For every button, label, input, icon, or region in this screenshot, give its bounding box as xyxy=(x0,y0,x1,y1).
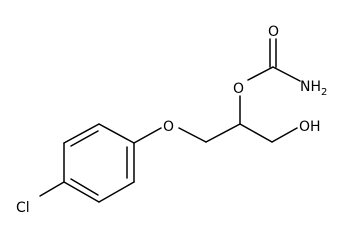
bonds xyxy=(39,38,301,203)
bond-ch2-oh xyxy=(271,127,298,143)
atom-labels: O O NH2 OH O Cl xyxy=(16,24,327,216)
bond-ether-o-ring xyxy=(133,127,162,144)
bond-carbamate-ester-o xyxy=(247,66,274,81)
molecule-drawing: O O NH2 OH O Cl xyxy=(16,24,327,216)
ring-bond-2 xyxy=(63,123,100,144)
atom-hydroxyl: OH xyxy=(299,119,321,135)
ring-bond-4 xyxy=(63,181,100,203)
amine-element: NH xyxy=(300,79,321,95)
bond-ch2-ether-o xyxy=(178,127,207,143)
ring-bond-5 xyxy=(98,181,135,203)
ring-double-2 xyxy=(70,130,99,147)
ring-bond-1 xyxy=(98,123,135,144)
atom-carbonyl-oxygen: O xyxy=(268,24,279,40)
atom-ether-oxygen: O xyxy=(163,119,174,135)
atom-chlorine: Cl xyxy=(16,200,30,216)
atom-amine: NH2 xyxy=(300,79,327,98)
ring-double-3 xyxy=(70,178,99,196)
atom-ester-oxygen: O xyxy=(233,81,244,97)
bond-ch-ch2-ether xyxy=(205,123,241,143)
bond-ring-cl xyxy=(39,181,65,197)
structure-diagram: O O NH2 OH O Cl xyxy=(16,24,327,216)
amine-subscript: 2 xyxy=(321,87,327,98)
bond-ch-ch2 xyxy=(239,123,273,143)
bond-carbamate-amine xyxy=(272,66,301,82)
